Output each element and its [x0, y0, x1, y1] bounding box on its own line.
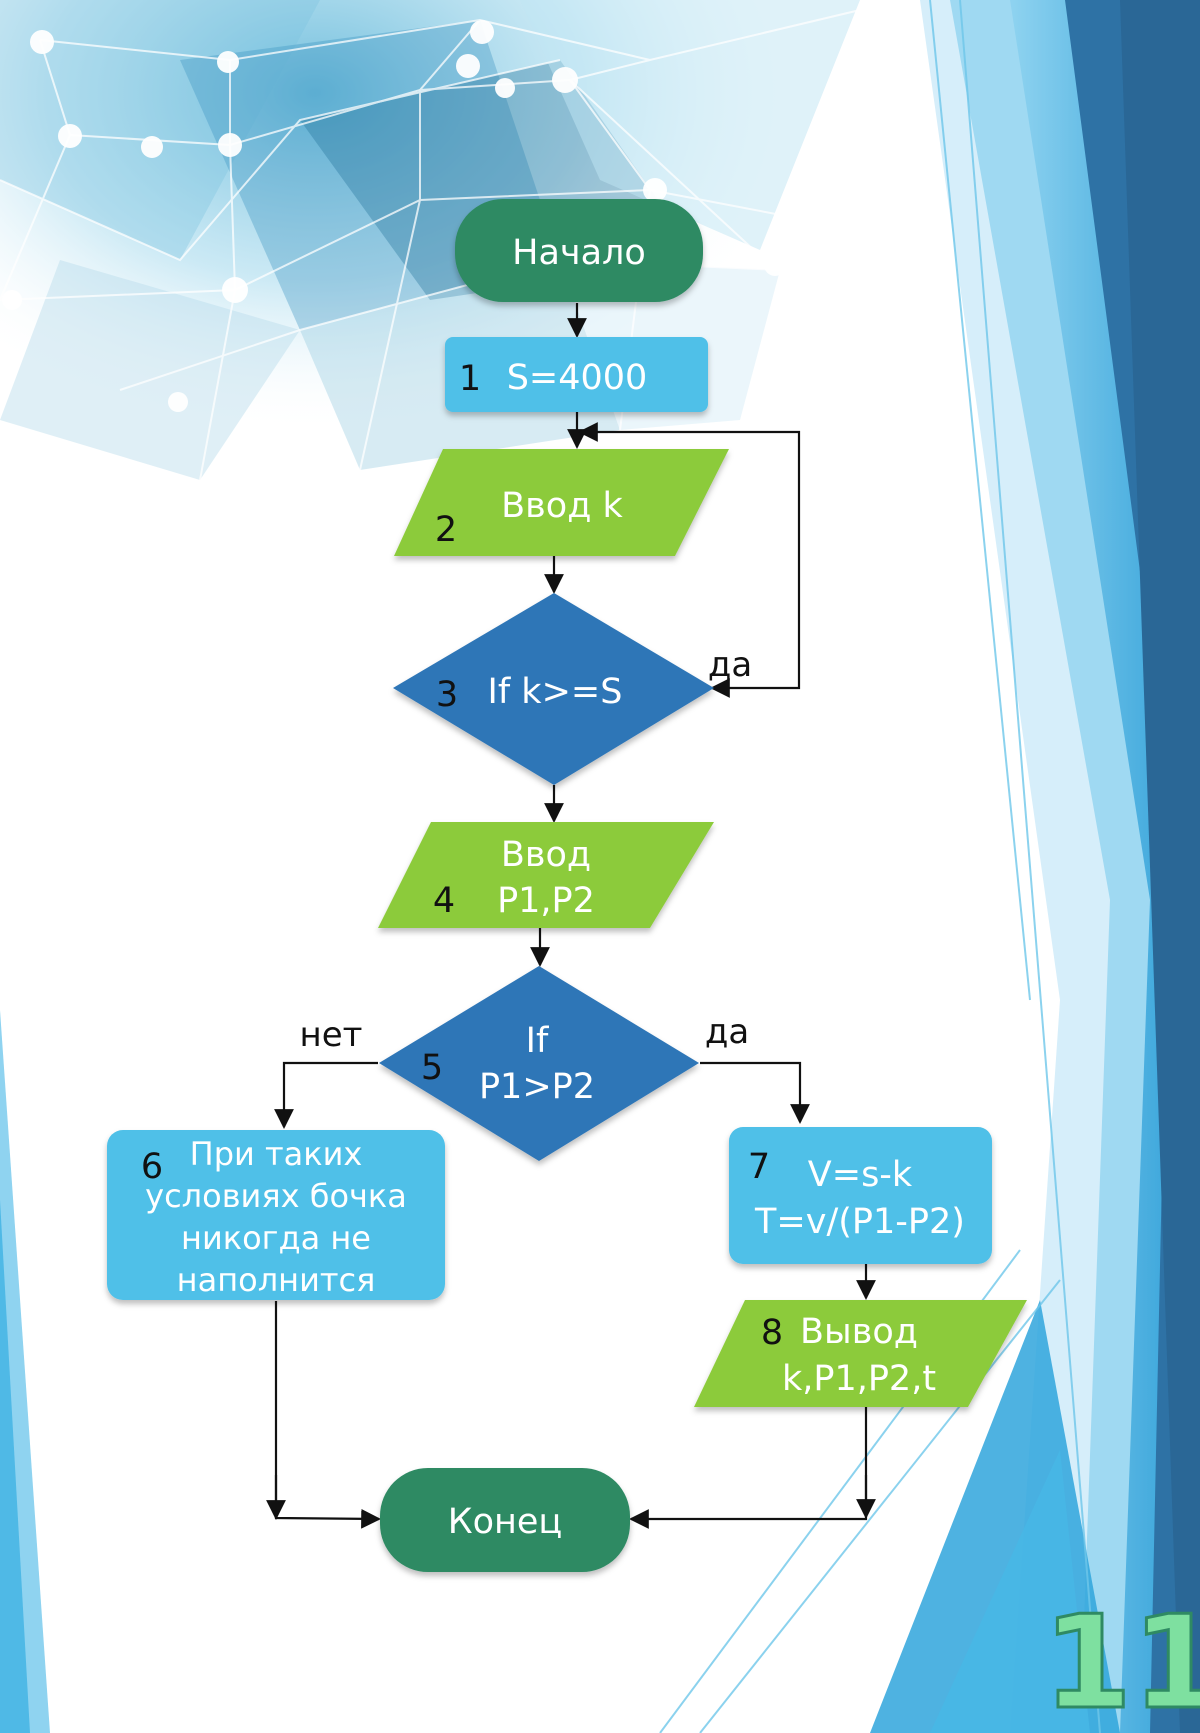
arrow-6-to-end [274, 1301, 381, 1529]
node-3: 3 If k>=S да [393, 593, 752, 785]
left-decor-inner [0, 1200, 30, 1733]
process-1-shape [445, 337, 708, 412]
arrow-5-no-to-6 [274, 1061, 378, 1129]
node-4-label-line2: P1,P2 [497, 881, 595, 921]
node-7: 7 V=s-k T=v/(P1-P2) [729, 1127, 992, 1264]
node-6-number: 6 [141, 1147, 163, 1187]
node-6: 6 При таких условиях бочка никогда не на… [107, 1130, 445, 1300]
node-5-yes-label: да [705, 1012, 749, 1052]
node-7-label-line1: V=s-k [808, 1155, 913, 1195]
decision-5-shape [379, 966, 699, 1161]
output-8-shape [694, 1300, 1027, 1407]
node-5: 5 If P1>P2 нет да [300, 966, 749, 1161]
node-4: 4 Ввод P1,P2 [378, 822, 714, 928]
node-2-label: Ввод k [501, 486, 623, 526]
connectors [266, 303, 876, 1529]
node-4-number: 4 [433, 881, 455, 921]
right-decor [659, 0, 1200, 1733]
arrow-3-yes-loop [578, 422, 801, 698]
page-number: 11 [1043, 1589, 1200, 1733]
node-6-label-line3: никогда не [181, 1219, 371, 1257]
decision-3-shape [393, 593, 714, 785]
node-5-no-label: нет [300, 1015, 363, 1055]
node-3-label: If k>=S [488, 672, 623, 712]
start-terminal-shape [455, 199, 703, 302]
node-end: Конец [380, 1468, 630, 1572]
node-3-number: 3 [436, 675, 458, 715]
node-6-label-line4: наполнится [177, 1261, 376, 1299]
node-2: 2 Ввод k [394, 449, 729, 556]
process-7-shape [729, 1127, 992, 1264]
node-8-label-line2: k,P1,P2,t [782, 1359, 936, 1399]
arrow-8-to-end [629, 1407, 868, 1529]
node-2-number: 2 [435, 510, 457, 550]
node-5-number: 5 [421, 1048, 443, 1088]
process-6-shape [107, 1130, 445, 1300]
node-1: 1 S=4000 [445, 337, 708, 412]
arrow-5-yes-to-7 [700, 1061, 810, 1124]
input-2-shape [394, 449, 729, 556]
node-1-number: 1 [459, 359, 481, 399]
node-8-label-line1: Вывод [800, 1312, 918, 1352]
node-8: 8 Вывод k,P1,P2,t [694, 1300, 1027, 1407]
node-3-yes-label: да [708, 645, 752, 685]
end-terminal-shape [380, 1468, 630, 1572]
node-6-label-line1: При таких [190, 1135, 363, 1173]
node-8-number: 8 [761, 1313, 783, 1353]
node-6-label-line2: условиях бочка [145, 1177, 407, 1215]
node-5-label-line2: P1>P2 [479, 1067, 595, 1107]
node-7-number: 7 [748, 1147, 770, 1187]
node-5-label-line1: If [526, 1021, 549, 1061]
input-4-shape [378, 822, 714, 928]
end-label: Конец [448, 1502, 563, 1542]
node-4-label-line1: Ввод [501, 835, 591, 875]
node-1-label: S=4000 [507, 358, 648, 398]
node-7-label-line2: T=v/(P1-P2) [754, 1202, 965, 1242]
start-label: Начало [512, 233, 646, 273]
node-start: Начало [455, 199, 703, 302]
